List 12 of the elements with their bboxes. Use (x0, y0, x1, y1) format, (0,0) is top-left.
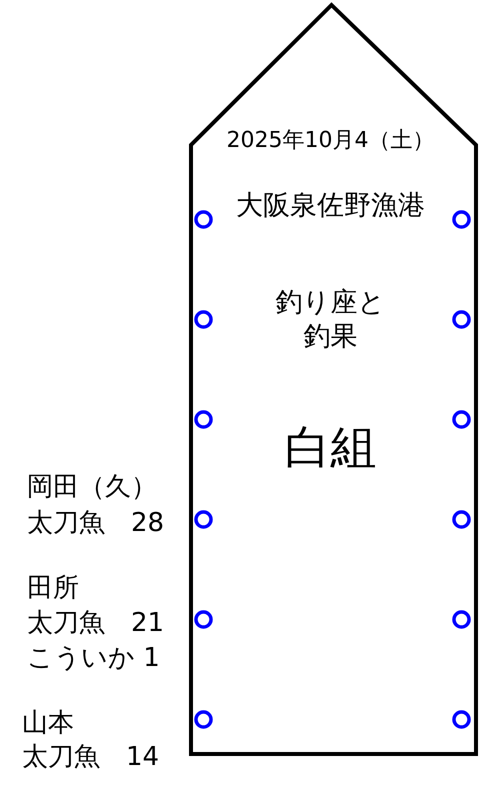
catch-count: 太刀魚 14 (22, 742, 160, 772)
catch-count: 太刀魚 28 (27, 508, 164, 538)
angler-name: 田所 (27, 573, 79, 603)
port-name: 大阪泉佐野漁港 (236, 190, 425, 222)
group-name: 白組 (284, 419, 376, 475)
catch-count: 太刀魚 21 (27, 608, 164, 638)
boat-outline (189, 3, 478, 756)
catch-count: こういか 1 (27, 643, 160, 673)
date-text: 2025年10月4（土） (226, 127, 434, 155)
angler-name: 山本 (22, 708, 74, 738)
heading-text: 釣り座と釣果 (274, 286, 386, 354)
angler-name: 岡田（久） (27, 472, 157, 502)
